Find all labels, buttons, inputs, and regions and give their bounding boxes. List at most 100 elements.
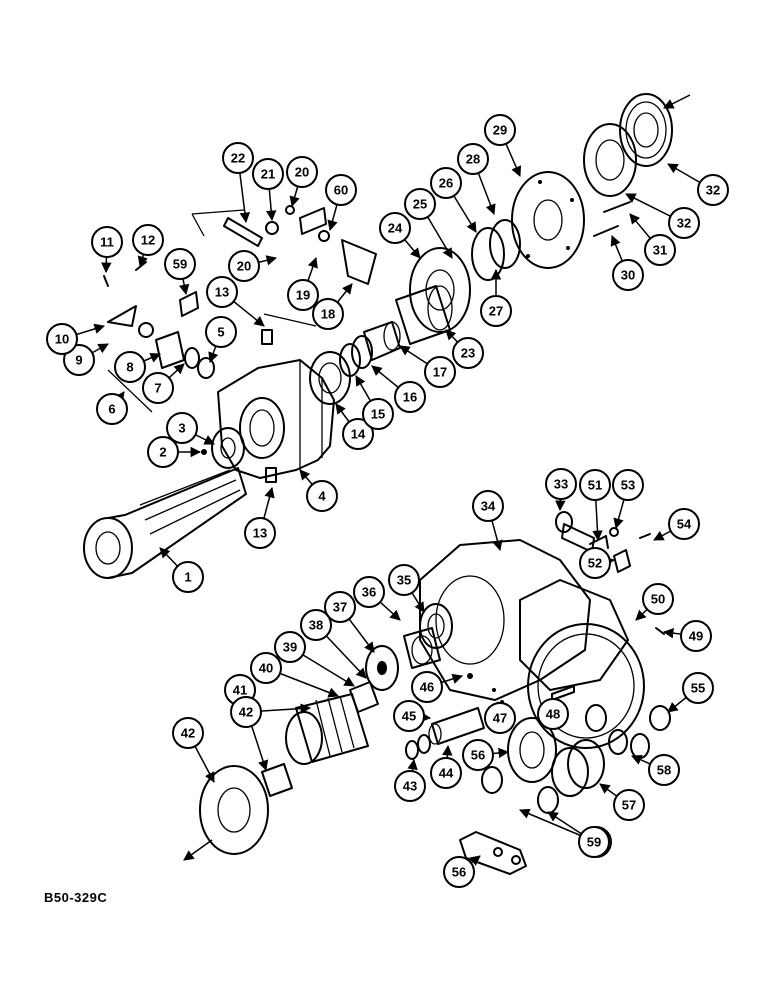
callout-label-34: 34	[481, 499, 496, 514]
callout-label-42: 42	[239, 705, 253, 720]
callout-label-60: 60	[334, 183, 348, 198]
callout-label-16: 16	[403, 390, 417, 405]
callout-label-44: 44	[439, 766, 454, 781]
callout-circle-56	[462, 739, 494, 771]
callout-circle-44	[430, 757, 462, 789]
callout-label-32: 32	[706, 183, 720, 198]
callout-label-53: 53	[621, 478, 635, 493]
callout-label-18: 18	[321, 307, 335, 322]
callout-circle-37	[324, 591, 356, 623]
bearing-38	[403, 627, 441, 669]
callout-label-10: 10	[55, 332, 69, 347]
callout-circle-26	[430, 167, 462, 199]
callout-circle-46	[411, 671, 443, 703]
callout-circle-39	[274, 631, 306, 663]
callout-circle-56	[443, 856, 475, 888]
callout-label-35: 35	[397, 573, 411, 588]
callout-circle-42	[230, 696, 262, 728]
callout-label-38: 38	[309, 618, 323, 633]
callout-label-8: 8	[126, 360, 133, 375]
gasket-51	[527, 623, 645, 749]
callout-label-25: 25	[413, 197, 427, 212]
callout-circle-20	[228, 250, 260, 282]
callout-circle-49	[680, 620, 712, 652]
callout-circle-60	[325, 174, 357, 206]
rings-15-16	[339, 335, 373, 377]
callout-label-56: 56	[471, 748, 485, 763]
callout-circle-32	[697, 174, 729, 206]
callout-circle-45	[393, 700, 425, 732]
callout-circle-52	[579, 547, 611, 579]
callout-label-37: 37	[333, 600, 347, 615]
callout-label-33: 33	[554, 477, 568, 492]
callout-circle-59	[578, 826, 610, 858]
callout-circle-25	[404, 188, 436, 220]
pins-30-31	[593, 201, 631, 237]
callout-circle-48	[537, 698, 569, 730]
callout-circle-59	[164, 248, 196, 280]
callout-circle-43	[394, 770, 426, 802]
callout-circle-29	[484, 114, 516, 146]
callout-circle-32	[668, 207, 700, 239]
callout-label-47: 47	[493, 711, 507, 726]
callout-circle-35	[388, 564, 420, 596]
callout-label-1: 1	[184, 570, 191, 585]
callout-label-14: 14	[351, 427, 366, 442]
guide-lines-upper	[107, 209, 317, 413]
callout-circle-13	[206, 276, 238, 308]
cover-plate-29	[511, 171, 585, 269]
callout-label-29: 29	[493, 123, 507, 138]
callout-circle-18	[312, 298, 344, 330]
callout-circle-51	[579, 469, 611, 501]
callout-label-26: 26	[439, 176, 453, 191]
callout-circle-57	[613, 789, 645, 821]
callout-circle-5	[205, 316, 237, 348]
callout-label-40: 40	[259, 661, 273, 676]
callout-label-20: 20	[237, 259, 251, 274]
callout-circle-4	[306, 480, 338, 512]
callout-circle-6	[96, 393, 128, 425]
callout-label-12: 12	[141, 233, 155, 248]
callout-label-52: 52	[588, 556, 602, 571]
callout-circle-8	[114, 351, 146, 383]
callout-circle-53	[612, 469, 644, 501]
callout-circle-9	[63, 344, 95, 376]
callout-label-57: 57	[622, 798, 636, 813]
friction-disc-33	[619, 93, 673, 167]
callout-circle-1	[172, 561, 204, 593]
callout-circle-17	[424, 356, 456, 388]
callout-circle-30	[612, 259, 644, 291]
callout-circle-36	[353, 576, 385, 608]
output-shaft	[83, 467, 247, 579]
callout-label-30: 30	[621, 268, 635, 283]
callout-label-42: 42	[181, 726, 195, 741]
callout-label-50: 50	[651, 592, 665, 607]
callout-label-45: 45	[402, 709, 416, 724]
callout-label-46: 46	[420, 680, 434, 695]
output-flange-43	[199, 765, 269, 855]
callout-label-20: 20	[295, 165, 309, 180]
callout-circle-21	[252, 158, 284, 190]
rings-26-27-28	[471, 219, 521, 281]
callout-label-13: 13	[215, 285, 229, 300]
callout-label-5: 5	[217, 325, 224, 340]
callout-circle-27	[480, 295, 512, 327]
callout-label-17: 17	[433, 365, 447, 380]
callout-label-48: 48	[546, 707, 560, 722]
sleeve-23	[395, 285, 453, 345]
main-housing	[217, 359, 335, 479]
callout-circle-22	[222, 142, 254, 174]
callout-circle-54	[668, 508, 700, 540]
callout-label-2: 2	[159, 445, 166, 460]
callout-circle-16	[394, 381, 426, 413]
callout-label-49: 49	[689, 629, 703, 644]
gear-cluster-58	[551, 739, 605, 797]
callout-circle-7	[142, 372, 174, 404]
callout-label-24: 24	[388, 221, 403, 236]
callout-label-11: 11	[100, 235, 114, 250]
callout-circle-34	[472, 490, 504, 522]
callout-label-3: 3	[178, 421, 185, 436]
callout-circle-33	[545, 468, 577, 500]
callout-label-56: 56	[452, 865, 466, 880]
